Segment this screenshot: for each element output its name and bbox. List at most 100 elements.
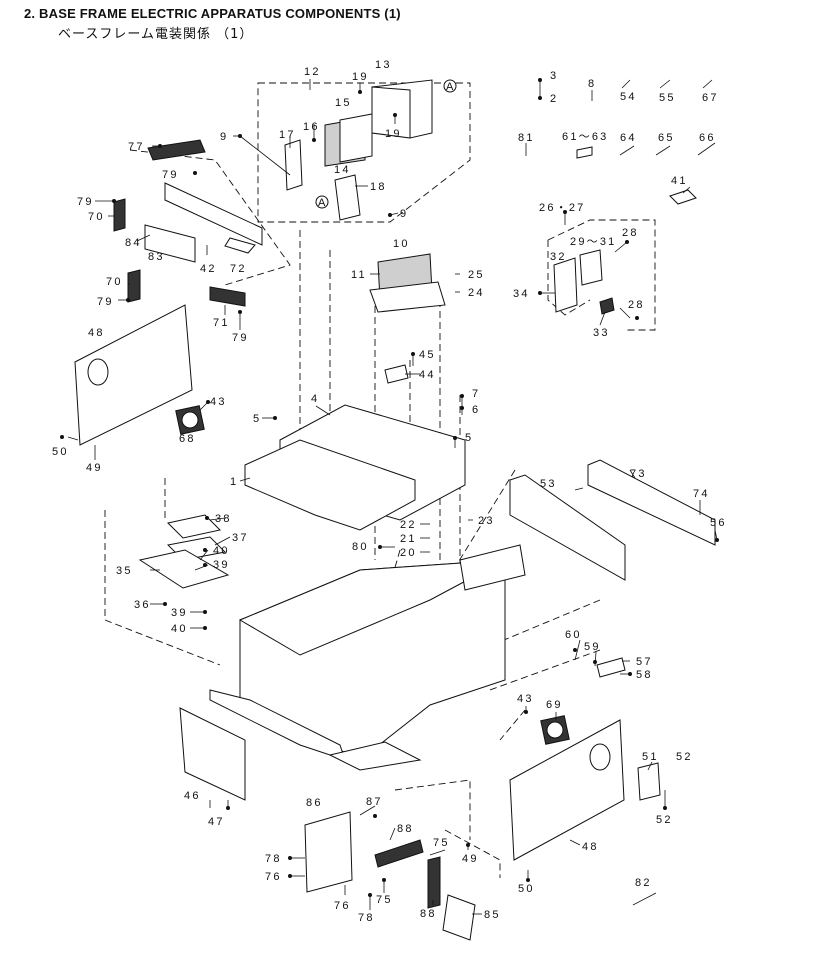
callout-75-lower: 75 — [376, 894, 393, 906]
callout-1: 1 — [230, 476, 238, 488]
reference-a-top: A — [446, 81, 456, 93]
plate-38 — [166, 514, 222, 539]
reference-marker-a-top — [443, 79, 457, 93]
callout-72: 72 — [230, 263, 247, 275]
callout-5-right: 5 — [465, 432, 473, 444]
group-outline-terminal-box — [547, 219, 656, 331]
callout-41: 41 — [671, 175, 688, 187]
wire-54 — [621, 79, 631, 89]
callout-14: 14 — [334, 164, 351, 176]
callout-43-left: 43 — [210, 396, 227, 408]
callout-66: 66 — [699, 132, 716, 144]
callout-49-left: 49 — [86, 462, 103, 474]
panel-53 — [509, 474, 626, 581]
callout-87: 87 — [366, 796, 383, 808]
bracket-86 — [304, 811, 353, 893]
callout-59: 59 — [584, 641, 601, 653]
callout-76-left: 76 — [265, 871, 282, 883]
upper-bracket-assembly — [284, 79, 433, 221]
callout-42: 42 — [200, 263, 217, 275]
callout-50-right: 50 — [518, 883, 535, 895]
bracket-17 — [284, 139, 303, 191]
tray-35 — [138, 549, 230, 589]
leader-dots — [60, 90, 719, 897]
callout-76-right: 76 — [334, 900, 351, 912]
callout-68: 68 — [179, 433, 196, 445]
bottom-bracket-group — [304, 811, 476, 941]
callout-29-31: 29～31 — [570, 236, 616, 248]
callout-10: 10 — [393, 238, 410, 250]
guide-line-11 — [499, 709, 526, 741]
callout-12: 12 — [304, 66, 321, 78]
fan-68-hub — [181, 411, 199, 429]
relay-44 — [384, 364, 409, 384]
callout-51: 51 — [642, 751, 659, 763]
side-panel-48-left — [74, 304, 193, 446]
page-subtitle: ベースフレーム電装関係 （1） — [58, 27, 254, 42]
callout-55: 55 — [659, 92, 676, 104]
callout-39-lower: 39 — [171, 607, 188, 619]
callout-61-63: 61～63 — [562, 131, 608, 143]
mounting-rail-42 — [164, 182, 263, 246]
small-hardware-group — [525, 78, 716, 906]
reference-marker-a-bottom — [315, 195, 329, 209]
callout-70-upper: 70 — [88, 211, 105, 223]
callout-21: 21 — [400, 533, 417, 545]
callout-20: 20 — [400, 547, 417, 559]
callout-16: 16 — [303, 121, 320, 133]
callout-3: 3 — [550, 70, 558, 82]
base-plate-1 — [244, 439, 416, 531]
callout-54: 54 — [620, 91, 637, 103]
callout-52-lower: 52 — [656, 814, 673, 826]
callout-50-left: 50 — [52, 446, 69, 458]
callout-43-right: 43 — [517, 693, 534, 705]
callout-39-upper: 39 — [213, 559, 230, 571]
callout-34: 34 — [513, 288, 530, 300]
callout-19-upper: 19 — [352, 71, 369, 83]
terminal-strip-88-lower — [427, 856, 441, 909]
callout-84: 84 — [125, 237, 142, 249]
center-plates-group — [244, 253, 466, 531]
callout-88-upper: 88 — [397, 823, 414, 835]
terminal-strip-88-upper — [374, 839, 424, 868]
connector-71 — [209, 286, 246, 307]
panel-73 — [587, 459, 716, 546]
left-bracket-assembly — [113, 139, 263, 307]
callout-46: 46 — [184, 790, 201, 802]
terminal-box-32 — [553, 257, 578, 313]
group-outline-left-frame — [104, 510, 221, 666]
side-panel-48-right — [509, 719, 625, 861]
guide-line-9 — [489, 649, 601, 691]
callout-19-lower: 19 — [385, 128, 402, 140]
callout-25: 25 — [468, 269, 485, 281]
frame-foot-front — [328, 741, 422, 771]
fan-69-hub — [546, 721, 564, 739]
callout-23: 23 — [478, 515, 495, 527]
callout-88-lower: 88 — [420, 908, 437, 920]
callout-86: 86 — [306, 797, 323, 809]
label-85 — [442, 894, 476, 941]
clip-61-63 — [576, 146, 593, 159]
bracket-18 — [334, 174, 361, 221]
callout-17: 17 — [279, 129, 296, 141]
callout-60: 60 — [565, 629, 582, 641]
callout-78-left: 78 — [265, 853, 282, 865]
reference-a-bottom: A — [318, 197, 328, 209]
callout-82: 82 — [635, 877, 652, 889]
callout-40-lower: 40 — [171, 623, 188, 635]
callout-64-upper: 64 — [620, 132, 637, 144]
callout-52-upper: 52 — [676, 751, 693, 763]
callout-8: 8 — [588, 78, 596, 90]
callout-15: 15 — [335, 97, 352, 109]
callout-56: 56 — [710, 517, 727, 529]
wire-64 — [619, 145, 635, 156]
callout-28-lower: 28 — [628, 299, 645, 311]
callout-79-d: 79 — [232, 332, 249, 344]
callout-65: 65 — [658, 132, 675, 144]
callout-9-upper: 9 — [220, 131, 228, 143]
bracket-72 — [224, 237, 256, 254]
wire-82 — [632, 892, 657, 906]
group-outline-left-bracket — [129, 149, 291, 286]
callout-33: 33 — [593, 327, 610, 339]
